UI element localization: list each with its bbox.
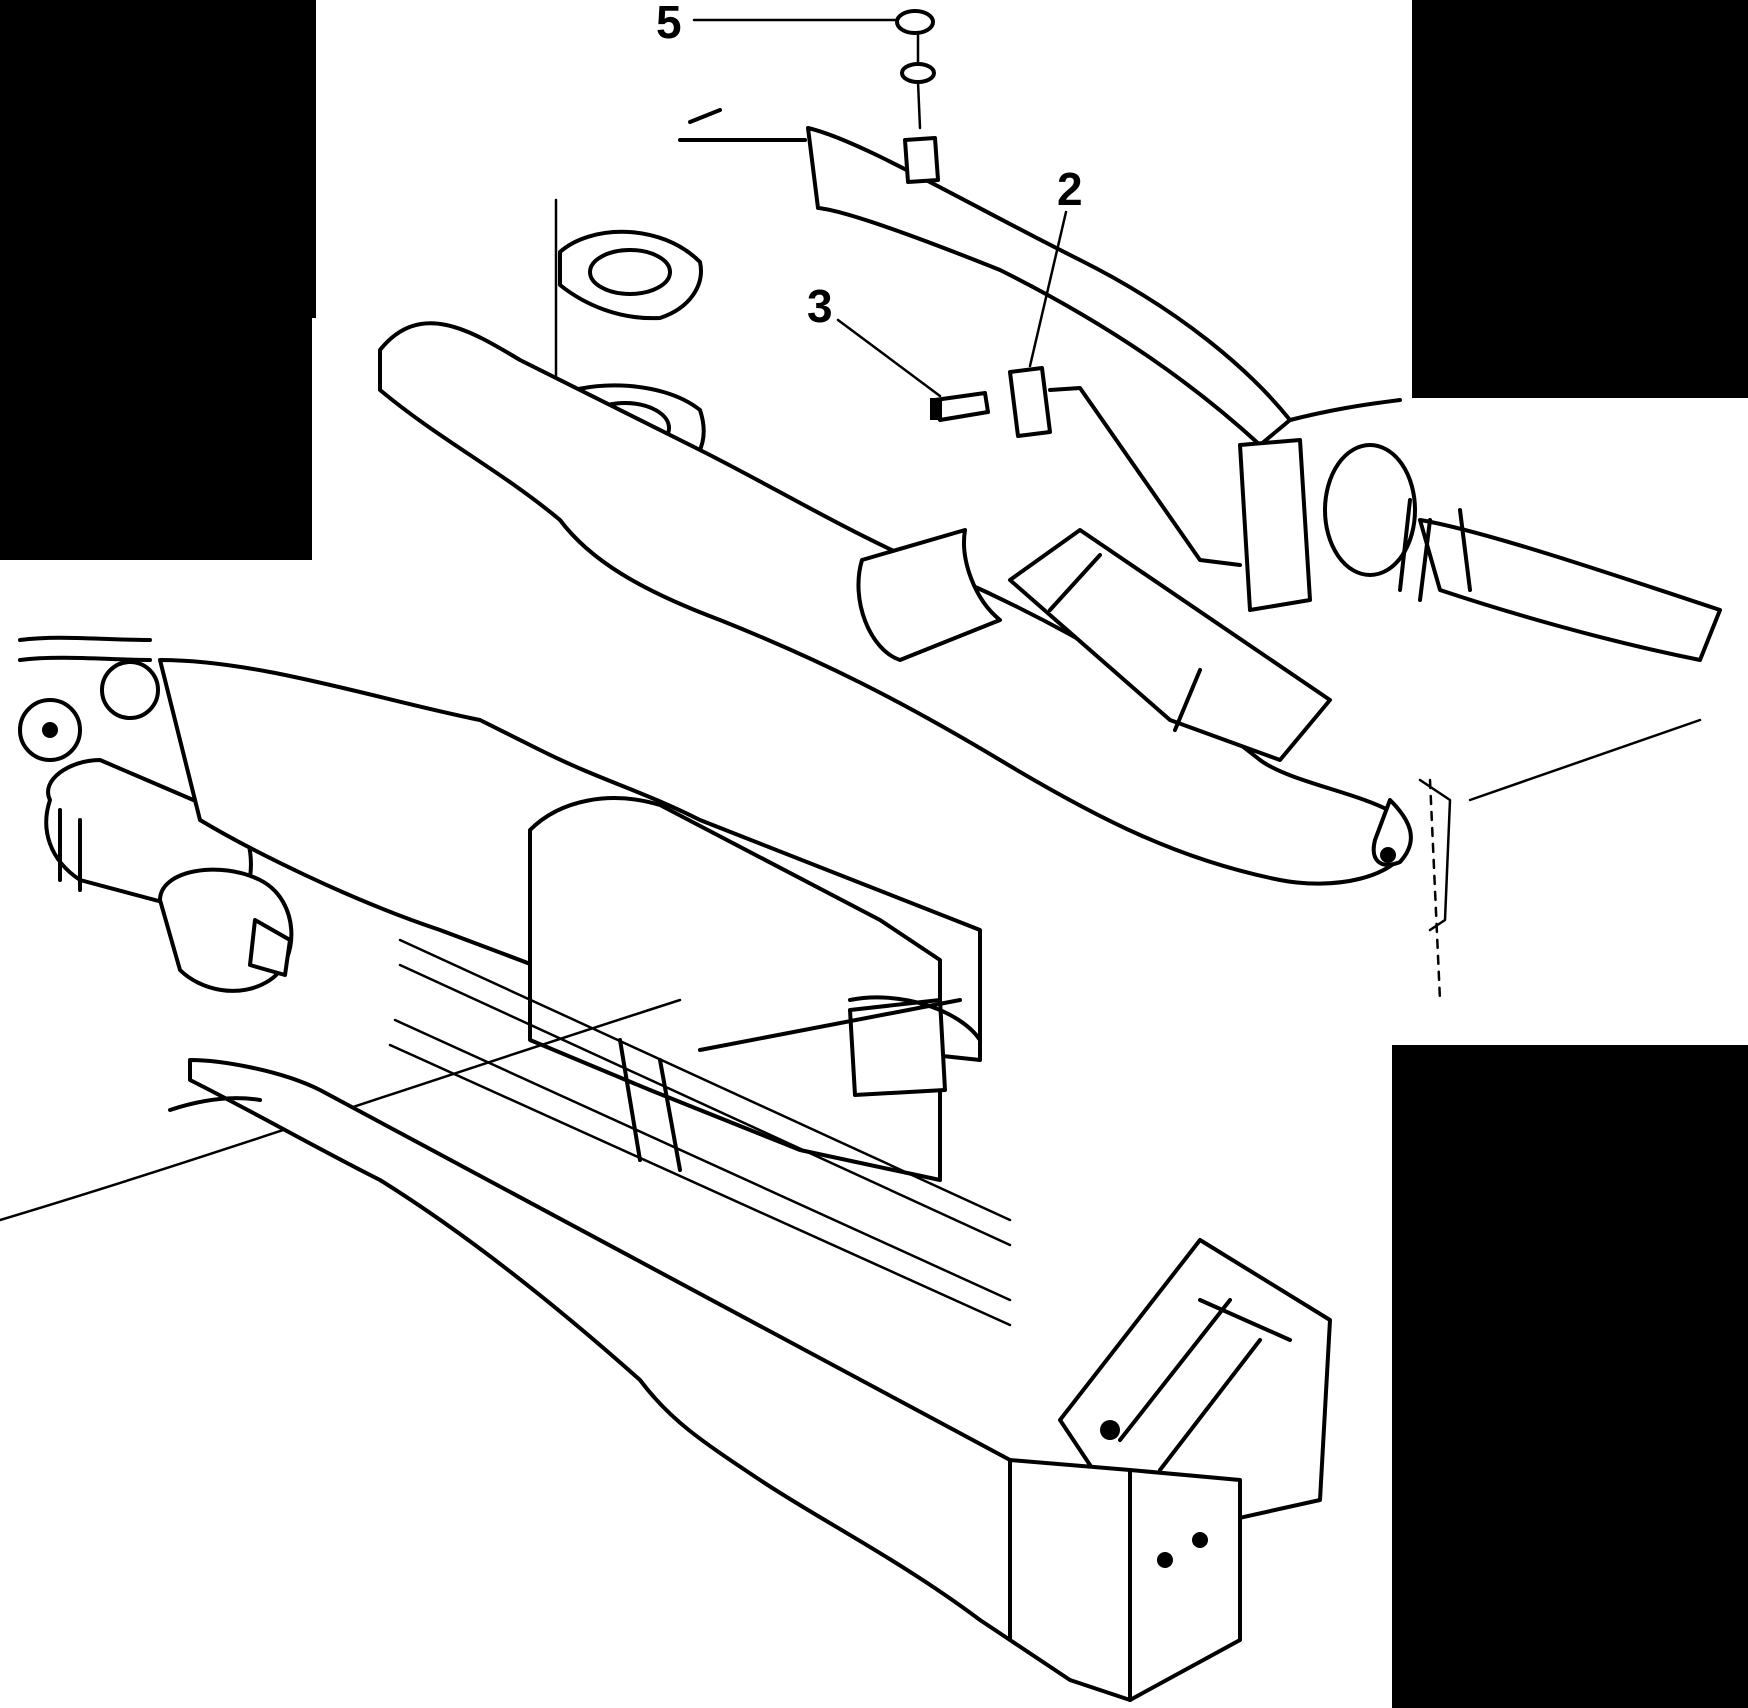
callout-2: 2 (1057, 163, 1083, 215)
heat-shield (1008, 528, 1332, 762)
reference-lines (1418, 718, 1702, 1002)
oxygen-sensor (1008, 366, 1052, 438)
callout-leaders (692, 18, 1068, 398)
bolt (933, 391, 990, 422)
mask-top-right (1412, 0, 1748, 398)
linkage-shafts (18, 635, 160, 762)
mask-left (0, 318, 312, 560)
leader-2 (1028, 210, 1068, 368)
mask-top-left (0, 0, 316, 318)
mount-bracket (1008, 1238, 1332, 1702)
starter-motor (44, 758, 294, 993)
callout-3: 3 (807, 280, 833, 332)
transmission-housing (528, 796, 942, 1182)
bolt-and-oxygen-sensor (930, 366, 1242, 567)
washer (900, 62, 936, 84)
callout-labels: 5 2 3 (656, 0, 1083, 332)
nut-and-washer (895, 9, 936, 130)
leader-3 (836, 318, 942, 398)
nut (895, 9, 935, 35)
callout-5: 5 (656, 0, 682, 48)
tail-pipe-clamp (1238, 438, 1722, 662)
catalytic-converter-pipe (378, 321, 1413, 886)
mask-bottom-right (1392, 1045, 1748, 1708)
engine-block-assembly (158, 658, 982, 1182)
